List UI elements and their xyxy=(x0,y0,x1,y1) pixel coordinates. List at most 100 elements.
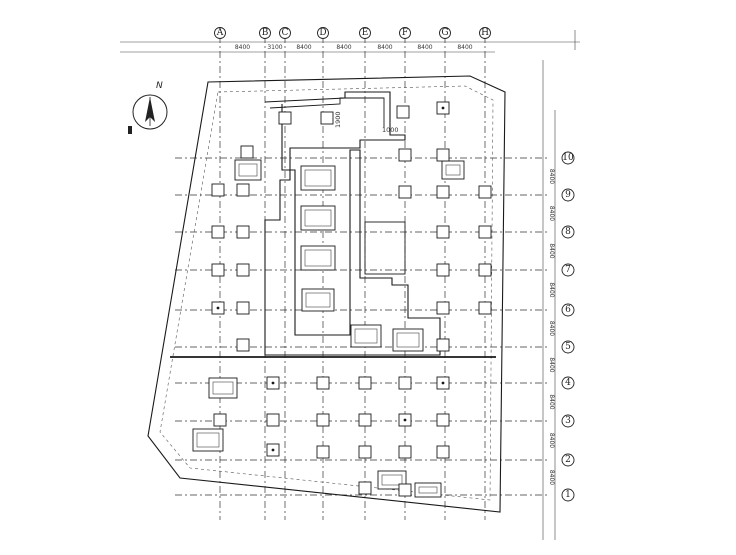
isolated-footing xyxy=(398,148,412,162)
isolated-footing xyxy=(236,301,250,315)
column-spacing-label: 8400 xyxy=(336,44,351,51)
pile-cap xyxy=(441,160,465,180)
column-axis-bubble: F xyxy=(399,27,411,39)
isolated-footing xyxy=(398,483,412,497)
isolated-footing xyxy=(398,185,412,199)
isolated-footing xyxy=(436,445,450,459)
row-axis-label: 10 xyxy=(562,153,574,163)
isolated-footing xyxy=(316,445,330,459)
isolated-footing xyxy=(211,263,225,277)
pile-cap xyxy=(192,428,224,452)
column-axis-bubble: D xyxy=(317,27,329,39)
column-axis-label: E xyxy=(362,28,369,38)
isolated-footing xyxy=(436,263,450,277)
column-axis-bubble: B xyxy=(259,27,271,39)
column-spacing-label: 8400 xyxy=(235,44,250,51)
isolated-footing xyxy=(266,443,280,457)
column-axis-bubble: H xyxy=(479,27,491,39)
isolated-footing xyxy=(211,225,225,239)
column-axis-label: H xyxy=(481,28,489,38)
note-dimension-1900: 1900 xyxy=(334,111,342,128)
row-spacing-label: 8400 xyxy=(548,470,555,485)
north-arrow-label: N xyxy=(156,81,163,91)
column-axis-bubble: C xyxy=(279,27,291,39)
isolated-footing xyxy=(320,111,334,125)
row-axis-labels: 10 9 8 7 6 5 4 3 2 1 xyxy=(561,151,575,502)
isolated-footing xyxy=(358,413,372,427)
row-axis-label: 2 xyxy=(565,455,571,465)
row-spacing-label: 8400 xyxy=(548,282,555,297)
column-axis-label: G xyxy=(441,28,448,38)
isolated-footing xyxy=(358,376,372,390)
isolated-footing xyxy=(436,225,450,239)
isolated-footing xyxy=(240,145,254,159)
pile-cap xyxy=(300,165,336,191)
isolated-footing xyxy=(236,338,250,352)
column-axis-bubble: G xyxy=(439,27,451,39)
column-spacing-label: 3100 xyxy=(267,44,282,51)
pile-cap xyxy=(208,377,238,399)
column-axis-bubble: A xyxy=(214,27,226,39)
row-axis-label: 8 xyxy=(565,227,571,237)
row-axis-bubble: 10 xyxy=(561,151,575,165)
north-arrow: N xyxy=(132,81,168,130)
column-spacing-label: 8400 xyxy=(296,44,311,51)
column-axis-label: F xyxy=(402,28,408,38)
row-spacing-label: 8400 xyxy=(548,321,555,336)
isolated-footing xyxy=(358,445,372,459)
isolated-footing xyxy=(236,263,250,277)
isolated-footing xyxy=(236,183,250,197)
isolated-footing xyxy=(278,111,292,125)
isolated-footing xyxy=(266,376,280,390)
pile-cap xyxy=(300,205,336,231)
isolated-footing xyxy=(436,413,450,427)
row-axis-label: 3 xyxy=(565,416,571,426)
top-dimension-chain: 8400 3100 8400 8400 8400 8400 8400 xyxy=(120,30,580,53)
isolated-footings xyxy=(211,101,492,497)
large-pile-caps xyxy=(192,159,465,498)
isolated-footing xyxy=(436,101,450,115)
isolated-footing xyxy=(396,105,410,119)
row-axis-bubble: 7 xyxy=(561,263,575,277)
row-spacing-label: 8400 xyxy=(548,433,555,448)
row-axis-label: 9 xyxy=(565,190,571,200)
row-spacing-label: 8400 xyxy=(548,357,555,372)
isolated-footing xyxy=(436,148,450,162)
row-spacing-label: 8400 xyxy=(548,206,555,221)
drawing-marker xyxy=(128,126,132,134)
isolated-footing xyxy=(436,338,450,352)
isolated-footing xyxy=(436,376,450,390)
isolated-footing xyxy=(211,183,225,197)
row-axis-bubble: 5 xyxy=(561,340,575,354)
row-axis-bubble: 6 xyxy=(561,303,575,317)
isolated-footing xyxy=(478,301,492,315)
pile-cap xyxy=(392,328,424,352)
column-spacing-label: 8400 xyxy=(417,44,432,51)
row-axis-label: 6 xyxy=(565,305,571,315)
column-axis-bubble: E xyxy=(359,27,371,39)
central-block-outline xyxy=(264,91,441,356)
row-axis-label: 7 xyxy=(565,265,571,275)
isolated-footing xyxy=(266,413,280,427)
isolated-footing xyxy=(211,301,225,315)
note-dimension-1000: 1000 xyxy=(382,126,399,134)
row-axis-bubble: 9 xyxy=(561,188,575,202)
isolated-footing xyxy=(478,225,492,239)
row-axis-label: 4 xyxy=(565,378,571,388)
column-axis-label: C xyxy=(282,28,289,38)
isolated-footing xyxy=(398,376,412,390)
pile-cap xyxy=(414,482,442,498)
row-spacing-label: 8400 xyxy=(548,169,555,184)
column-spacing-label: 8400 xyxy=(457,44,472,51)
pile-cap xyxy=(234,159,262,181)
isolated-footing xyxy=(398,413,412,427)
isolated-footing xyxy=(436,301,450,315)
row-axis-bubble: 8 xyxy=(561,225,575,239)
isolated-footing xyxy=(398,445,412,459)
row-axis-label: 1 xyxy=(565,490,571,500)
column-axis-label: A xyxy=(216,28,224,38)
row-axis-bubble: 4 xyxy=(561,376,575,390)
column-spacing-label: 8400 xyxy=(377,44,392,51)
